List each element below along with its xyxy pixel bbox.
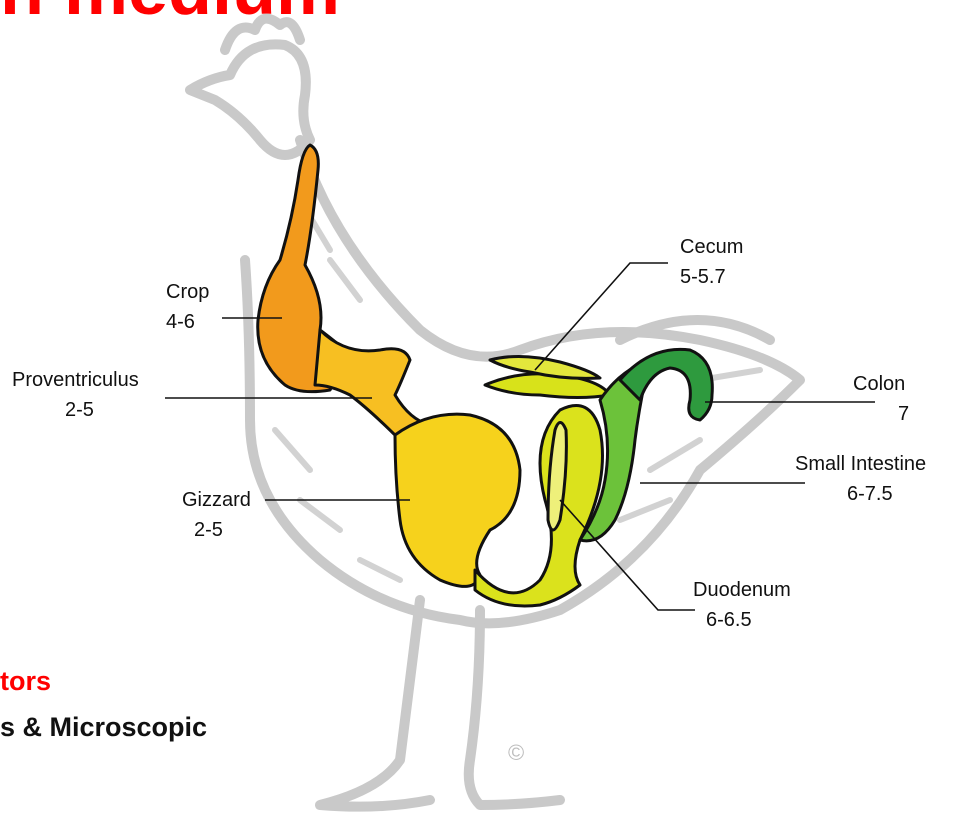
colon-ph: 7 xyxy=(898,403,909,425)
duodenum-ph: 6-6.5 xyxy=(706,609,752,631)
gizzard-ph: 2-5 xyxy=(194,519,223,541)
crop-label: Crop xyxy=(166,281,209,303)
chicken-head-outline xyxy=(190,44,310,155)
chicken-leg-left-outline xyxy=(320,600,430,807)
gizzard xyxy=(395,414,520,586)
crop-ph: 4-6 xyxy=(166,311,195,333)
cecum-leader xyxy=(535,263,668,370)
copyright-mark: © xyxy=(508,740,524,765)
footer-line-1: tors xyxy=(0,666,51,697)
gizzard-label: Gizzard xyxy=(182,489,251,511)
proventriculus-label: Proventriculus xyxy=(12,369,139,391)
cecum-label: Cecum xyxy=(680,236,743,258)
colon-label: Colon xyxy=(853,373,905,395)
small-intestine-label: Small Intestine xyxy=(795,453,926,475)
chicken-leg-right-outline xyxy=(469,610,560,805)
footer-line-2: s & Microscopic xyxy=(0,712,207,743)
small-intestine-ph: 6-7.5 xyxy=(847,483,893,505)
proventriculus-ph: 2-5 xyxy=(65,399,94,421)
cecum-ph: 5-5.7 xyxy=(680,266,726,288)
duodenum-label: Duodenum xyxy=(693,579,791,601)
